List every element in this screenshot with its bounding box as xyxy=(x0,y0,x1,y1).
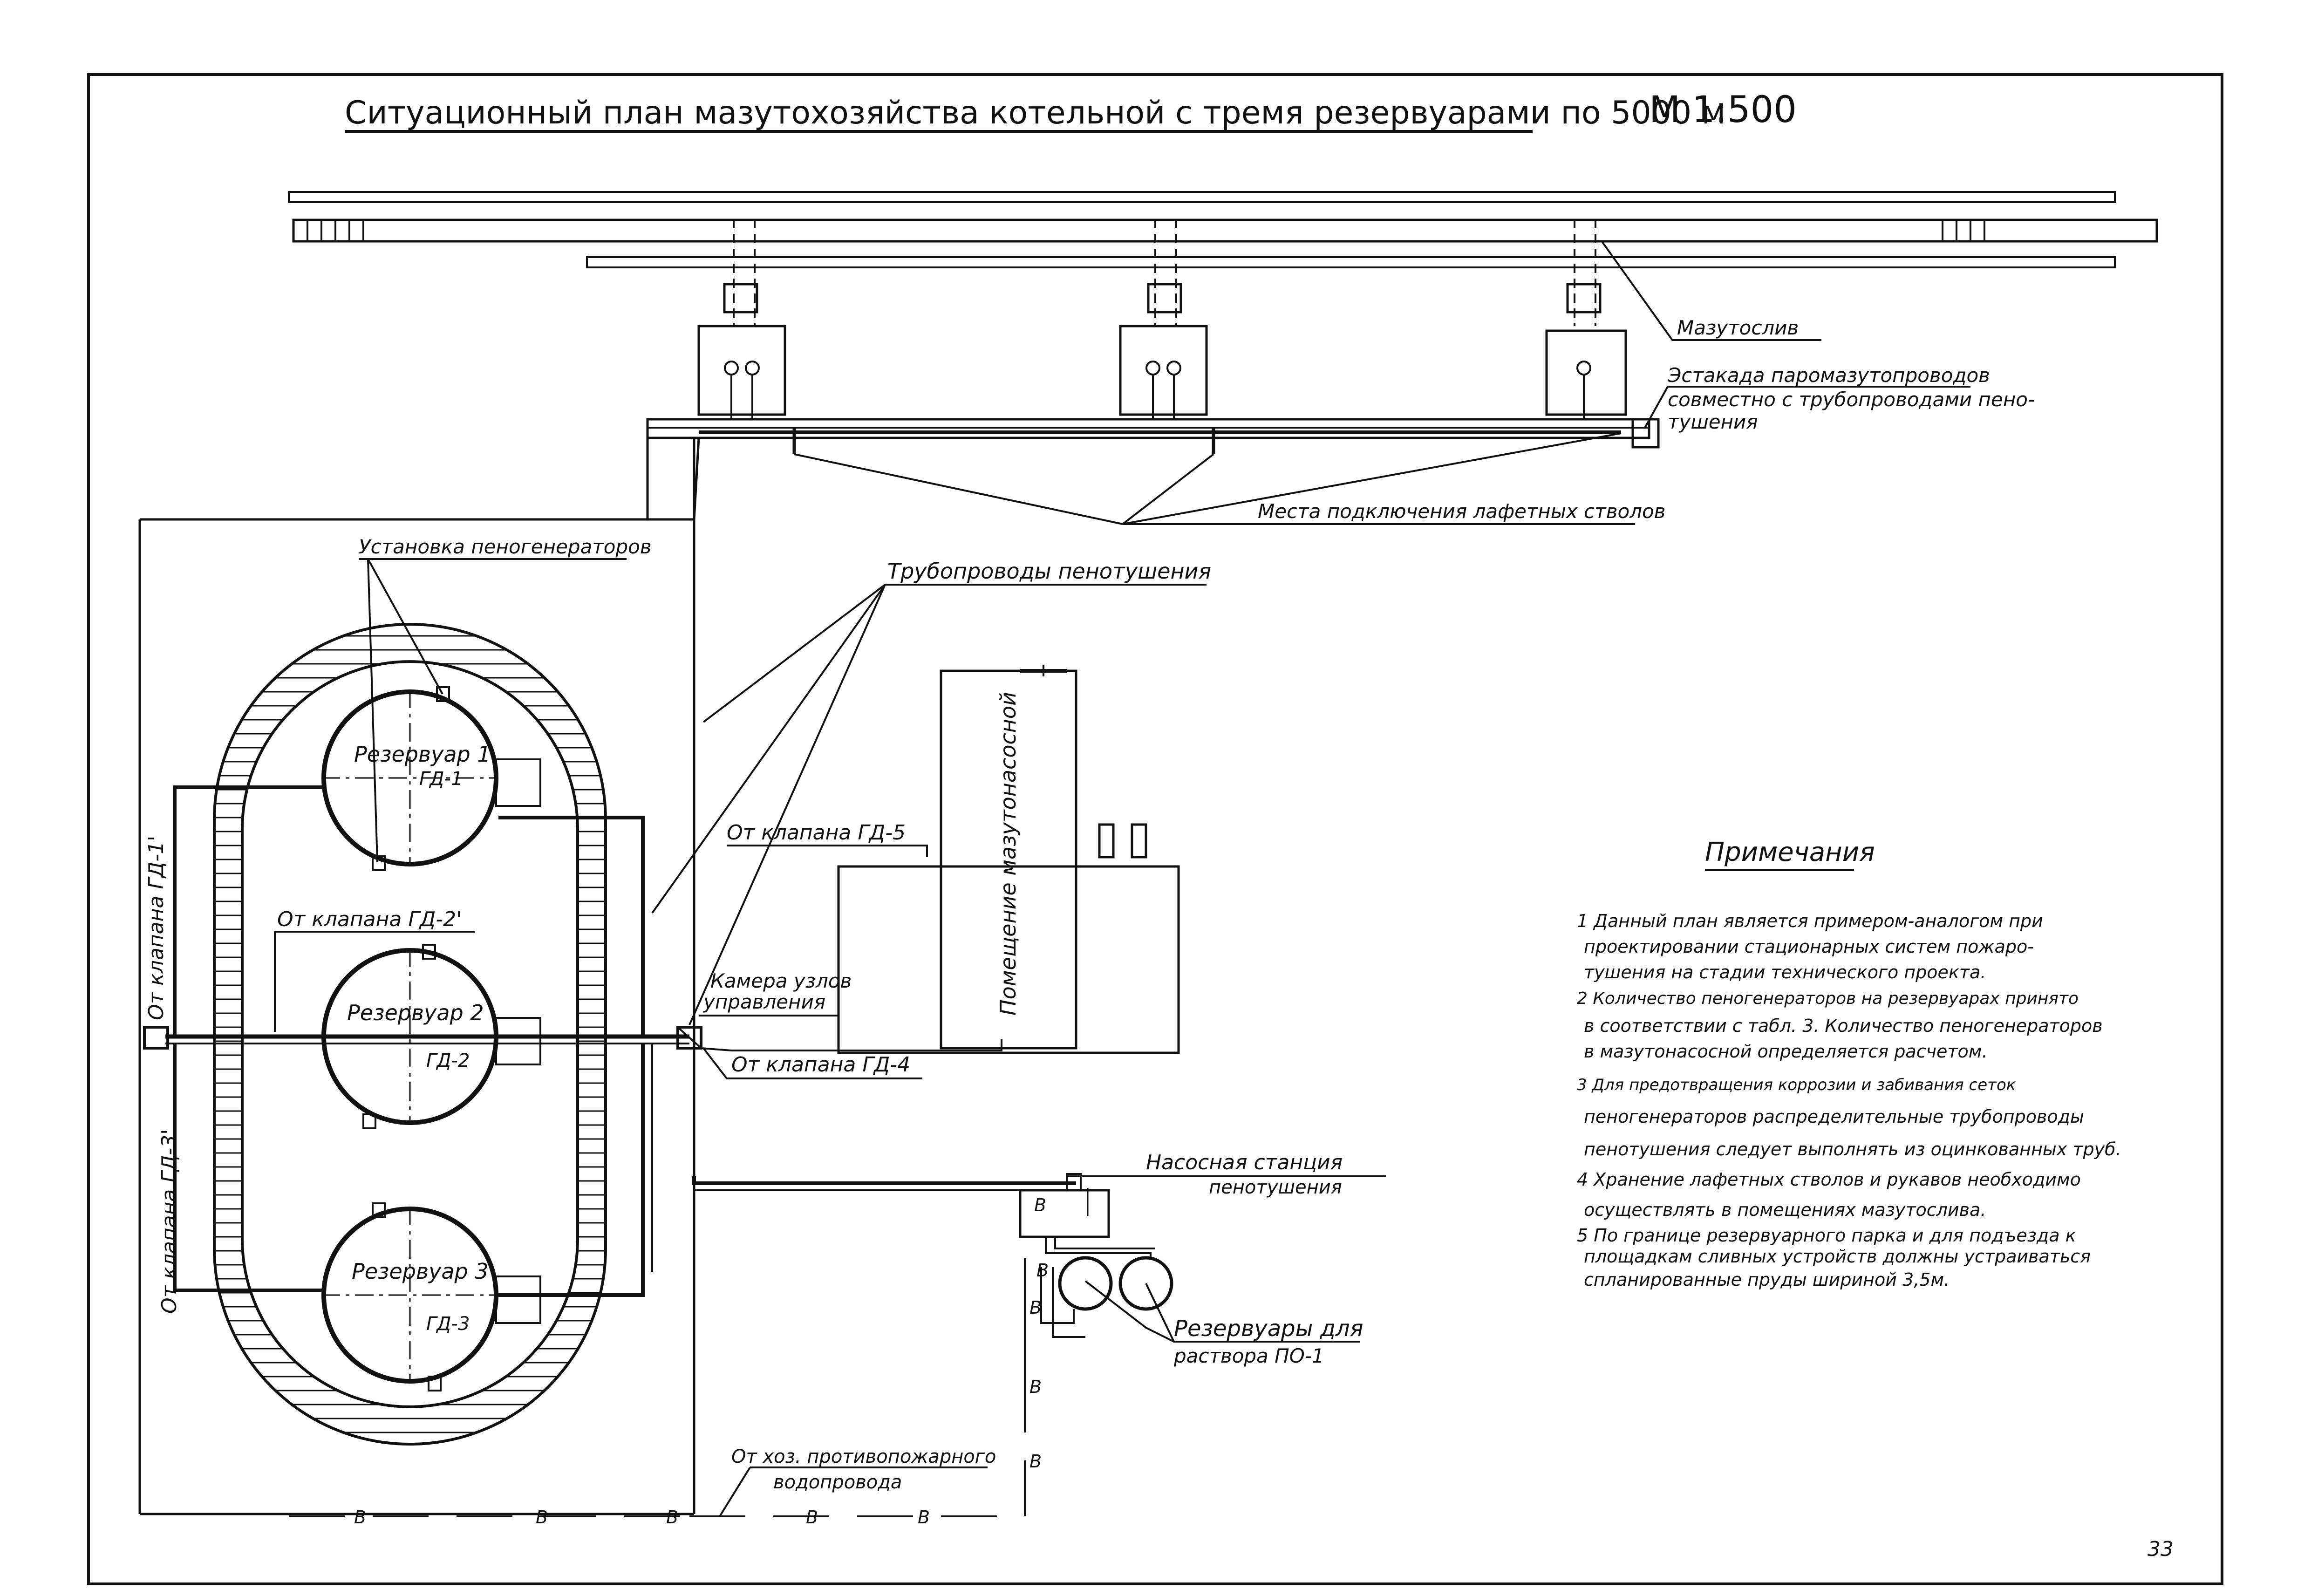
pipe-rack-estakada xyxy=(646,418,1660,454)
tank-1: Резервуар 1 ГД-1 xyxy=(321,686,541,871)
note-line-9: пенотушения следует выполнять из оцинков… xyxy=(1584,1139,2121,1159)
label-ot-klapana-gd5: От клапана ГД-5 xyxy=(727,821,906,845)
label-truboprovody: Трубопроводы пенотушения xyxy=(887,559,1211,584)
tank-3-code: ГД-3 xyxy=(426,1313,470,1335)
svg-text:В: В xyxy=(536,1507,548,1528)
estakada-leader xyxy=(1643,386,1970,429)
tank-2-code: ГД-2 xyxy=(426,1050,470,1071)
tank-1-name: Резервуар 1 xyxy=(354,742,491,767)
note-line-1: 1 Данный план является примером-аналогом… xyxy=(1577,911,2043,931)
svg-text:В: В xyxy=(918,1507,930,1528)
note-line-12: 5 По границе резервуарного парка и для п… xyxy=(1577,1225,2076,1246)
railway-tracks xyxy=(288,191,2158,268)
label-ot-klapana-gd2: От клапана ГД-2' xyxy=(277,907,462,931)
gd5-leader xyxy=(727,845,928,857)
foam-pump-station: Насосная станция пенотушения Резервуары … xyxy=(1019,1151,1386,1398)
label-estakada-1: Эстакада паромазутопроводов xyxy=(1667,364,1990,387)
label-kamera-1: Камера узлов xyxy=(710,969,852,992)
drawing-title: Ситуационный план мазутохозяйства котель… xyxy=(345,95,1725,131)
label-kamera-2: управления xyxy=(702,990,825,1013)
label-rezervuary-2: раствора ПО-1 xyxy=(1173,1344,1324,1367)
note-line-6: в мазутонасосной определяется расчетом. xyxy=(1584,1041,1988,1062)
note-line-3: тушения на стадии технического проекта. xyxy=(1584,962,1986,982)
label-nasosnaya-1: Насосная станция xyxy=(1146,1151,1343,1174)
tank-2-name: Резервуар 2 xyxy=(347,1000,484,1025)
foam-distribution-pipes xyxy=(143,437,1076,1297)
label-ot-klapana-gd4: От клапана ГД-4 xyxy=(731,1053,910,1077)
discharge-stations xyxy=(697,219,1627,419)
note-line-5: в соответствии с табл. 3. Количество пен… xyxy=(1584,1016,2103,1036)
svg-text:В: В xyxy=(1029,1297,1042,1318)
svg-text:В: В xyxy=(354,1507,366,1528)
gd2-leader xyxy=(274,931,475,1032)
mazutosliv-leader xyxy=(1602,241,1821,341)
label-ustanovka: Установка пеногенераторов xyxy=(359,535,652,558)
svg-text:В: В xyxy=(666,1507,678,1528)
tank-farm-boundary xyxy=(138,429,695,1515)
svg-text:В: В xyxy=(1029,1377,1042,1397)
tank-bund-embankment xyxy=(213,623,607,1446)
foam-pipeline-leaders xyxy=(651,584,1207,1025)
notes-block: Примечания 1 Данный план является пример… xyxy=(1577,837,2121,1290)
page-number: 33 xyxy=(2147,1537,2174,1561)
label-ot-klapana-gd3: От клапана ГД-3' xyxy=(157,1129,181,1314)
note-line-4: 2 Количество пеногенераторов на резервуа… xyxy=(1577,989,2079,1008)
note-line-8: пеногенераторов распределительные трубоп… xyxy=(1584,1106,2084,1127)
label-mesta: Места подключения лафетных стволов xyxy=(1258,500,1665,523)
note-line-10: 4 Хранение лафетных стволов и рукавов не… xyxy=(1577,1169,2081,1190)
label-estakada-3: тушения xyxy=(1668,410,1758,433)
note-line-13: площадкам сливных устройств должны устра… xyxy=(1584,1246,2091,1267)
pump-house-building: Помещение мазутонасосной xyxy=(837,665,1180,1054)
label-rezervuary-1: Резервуары для xyxy=(1174,1316,1363,1342)
note-line-7: 3 Для предотвращения коррозии и забивани… xyxy=(1577,1076,2016,1094)
note-line-11: осуществлять в помещениях мазутослива. xyxy=(1584,1200,1986,1220)
water-supply-line: В В В В В В В В В В От хоз. противопожар… xyxy=(289,1195,1049,1528)
label-pomeshchenie: Помещение мазутонасосной xyxy=(995,692,1021,1016)
svg-text:В: В xyxy=(1029,1451,1042,1472)
tank-1-code: ГД-1 xyxy=(419,768,463,790)
label-vodoprovod-1: От хоз. противопожарного xyxy=(731,1446,996,1467)
label-mazutosliv: Мазутослив xyxy=(1677,316,1799,339)
tank-3-name: Резервуар 3 xyxy=(352,1259,489,1284)
note-line-14: спланированные пруды шириной 3,5м. xyxy=(1584,1269,1950,1290)
drawing-scale: М 1:500 xyxy=(1649,89,1797,131)
svg-text:В: В xyxy=(1034,1195,1046,1215)
svg-text:В: В xyxy=(1036,1260,1049,1281)
label-ot-klapana-gd1: От клапана ГД-1' xyxy=(144,836,168,1020)
tank-3: Резервуар 3 ГД-3 xyxy=(321,1202,541,1391)
foam-generator-leaders xyxy=(359,558,627,862)
note-line-2: проектировании стационарных систем пожар… xyxy=(1584,936,2034,957)
label-vodoprovod-2: водопровода xyxy=(773,1472,902,1493)
notes-heading: Примечания xyxy=(1705,837,1875,867)
drawing-frame xyxy=(87,73,2223,1585)
label-nasosnaya-2: пенотушения xyxy=(1209,1177,1342,1198)
label-estakada-2: совместно с трубопроводами пено- xyxy=(1668,388,2035,411)
monitor-connection-leaders xyxy=(794,432,1635,525)
gd4-leader xyxy=(702,1047,922,1079)
svg-text:В: В xyxy=(806,1507,818,1528)
